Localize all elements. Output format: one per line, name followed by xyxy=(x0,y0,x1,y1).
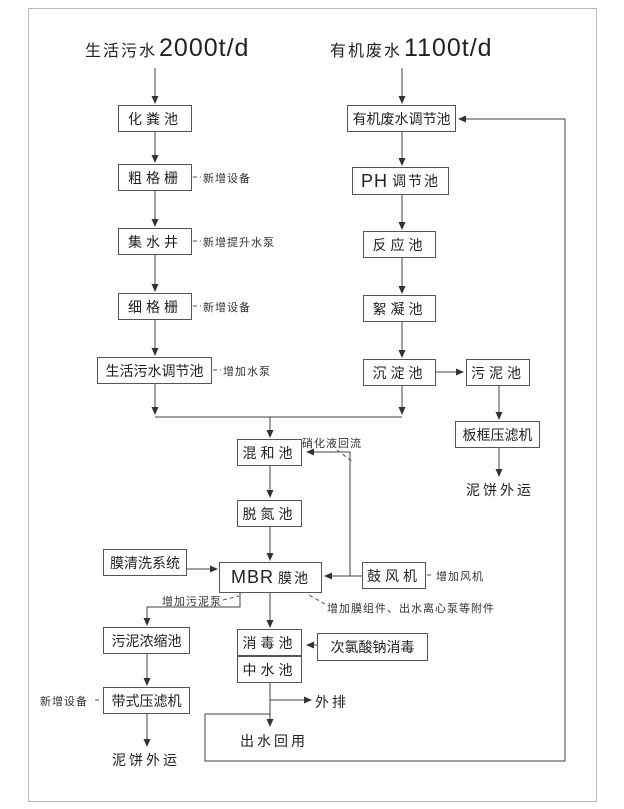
annotation-add-sludge-pump: 增加污泥泵 xyxy=(162,596,222,608)
node-plate-frame-filter-press: 板框压滤机 xyxy=(455,421,540,448)
annotation-add-blower: 增加风机 xyxy=(436,571,484,583)
title-domestic-text: 生活污水 xyxy=(85,43,158,60)
node-sedimentation-tank: 沉淀池 xyxy=(363,359,436,386)
leader-nitrified-return xyxy=(336,449,354,463)
solid-flow-lines xyxy=(143,68,566,762)
node-mbr-tank-cn: 膜池 xyxy=(278,569,310,586)
label-effluent-reuse: 出水回用 xyxy=(240,733,308,749)
label-nitrified-return: 硝化液回流 xyxy=(302,438,362,450)
node-sludge-tank: 污泥池 xyxy=(466,359,530,386)
label-sludge-cake-out-right: 泥饼外运 xyxy=(466,482,534,498)
title-domestic-flow: 2000t/d xyxy=(159,34,250,62)
label-discharge: 外排 xyxy=(315,694,349,710)
node-ph-tank-latin: PH xyxy=(360,170,388,191)
node-flocculation-tank: 絮凝池 xyxy=(363,295,436,322)
leader-membrane-add xyxy=(308,594,326,605)
annotation-new-equipment-fine: 新增设备 xyxy=(203,302,251,314)
node-mbr-tank: MBR 膜池 xyxy=(219,562,322,593)
node-reclaimed-water-tank: 中水池 xyxy=(237,656,302,683)
annotation-add-membrane-module: 增加膜组件、出水离心泵等附件 xyxy=(327,603,495,615)
annotation-new-lift-pump: 新增提升水泵 xyxy=(203,237,275,249)
title-domestic-sewage: 生活污水 2000t/d xyxy=(85,34,249,63)
edge-mbr-thicken xyxy=(143,593,241,626)
node-mbr-tank-latin: MBR xyxy=(231,567,274,587)
edge-nitrified-return xyxy=(306,448,351,576)
label-sludge-cake-out-bottom: 泥饼外运 xyxy=(112,752,180,768)
node-membrane-cleaning-system: 膜清洗系统 xyxy=(103,549,187,576)
node-collection-well: 集水井 xyxy=(118,228,192,255)
node-organic-regulating-tank: 有机废水调节池 xyxy=(347,105,456,132)
leader-sludge-pump-add xyxy=(222,595,240,601)
node-disinfection-tank: 消毒池 xyxy=(237,629,302,656)
annotation-new-equipment-belt: 新增设备 xyxy=(40,696,88,708)
annotation-new-equipment-coarse: 新增设备 xyxy=(203,173,251,185)
node-mixing-tank: 混和池 xyxy=(237,439,302,466)
node-fine-screen: 细格栅 xyxy=(118,293,192,320)
dashed-annotation-lines xyxy=(95,176,434,701)
node-domestic-regulating-tank: 生活污水调节池 xyxy=(97,357,212,384)
node-reaction-tank: 反应池 xyxy=(363,231,436,258)
title-organic-wastewater: 有机废水 1100t/d xyxy=(330,34,493,63)
node-belt-filter-press: 带式压滤机 xyxy=(103,687,190,714)
node-sodium-hypochlorite: 次氯酸钠消毒 xyxy=(317,633,428,661)
node-coarse-screen: 粗格栅 xyxy=(118,164,192,191)
node-ph-tank: PH 调节池 xyxy=(352,167,449,195)
node-ph-tank-cn: 调节池 xyxy=(392,173,440,189)
node-blower: 鼓风机 xyxy=(362,562,426,589)
node-denitrification-tank: 脱氮池 xyxy=(237,500,302,527)
node-sludge-thickening-tank: 污泥浓缩池 xyxy=(103,627,190,654)
title-organic-flow: 1100t/d xyxy=(404,34,493,62)
annotation-add-pump: 增加水泵 xyxy=(223,366,271,378)
diagram-border xyxy=(28,8,597,802)
title-organic-text: 有机废水 xyxy=(330,43,403,60)
edge-recycle-to-organic-eq xyxy=(204,115,566,762)
node-septic-tank: 化粪池 xyxy=(118,105,192,132)
